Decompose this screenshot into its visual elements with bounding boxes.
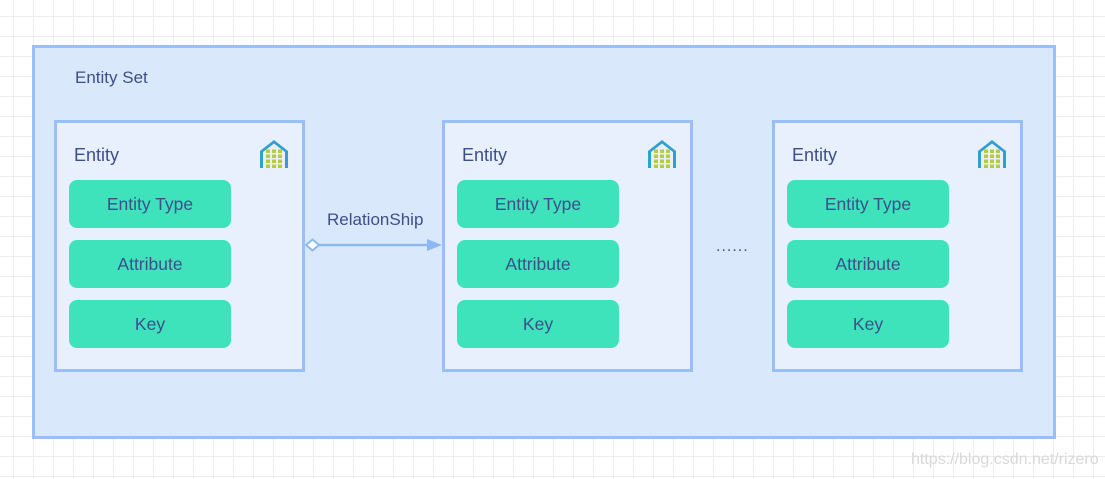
key-pill: Key (787, 300, 949, 348)
attribute-pill: Attribute (69, 240, 231, 288)
entity-type-pill: Entity Type (787, 180, 949, 228)
attribute-pill: Attribute (457, 240, 619, 288)
attribute-pill: Attribute (787, 240, 949, 288)
watermark-text: https://blog.csdn.net/rizero (911, 451, 1099, 468)
entity-type-pill: Entity Type (69, 180, 231, 228)
continuation-ellipsis: ...... (716, 238, 749, 255)
diamond-tail (304, 238, 321, 252)
key-pill: Key (69, 300, 231, 348)
entity-label: Entity (462, 145, 508, 165)
entity-type-pill: Entity Type (457, 180, 619, 228)
entity-box-3: Entity Entity Type Attribute Key (772, 120, 1023, 372)
entity-label: Entity (74, 145, 120, 165)
entity-label: Entity (792, 145, 838, 165)
arrow-head (427, 239, 442, 251)
relationship-label: RelationShip (327, 210, 424, 229)
key-pill: Key (457, 300, 619, 348)
entity-box-1: Entity Entity Type Attribute Key (54, 120, 305, 372)
entity-box-2: Entity Entity Type Attribute Key (442, 120, 693, 372)
entity-set-label: Entity Set (75, 68, 148, 87)
